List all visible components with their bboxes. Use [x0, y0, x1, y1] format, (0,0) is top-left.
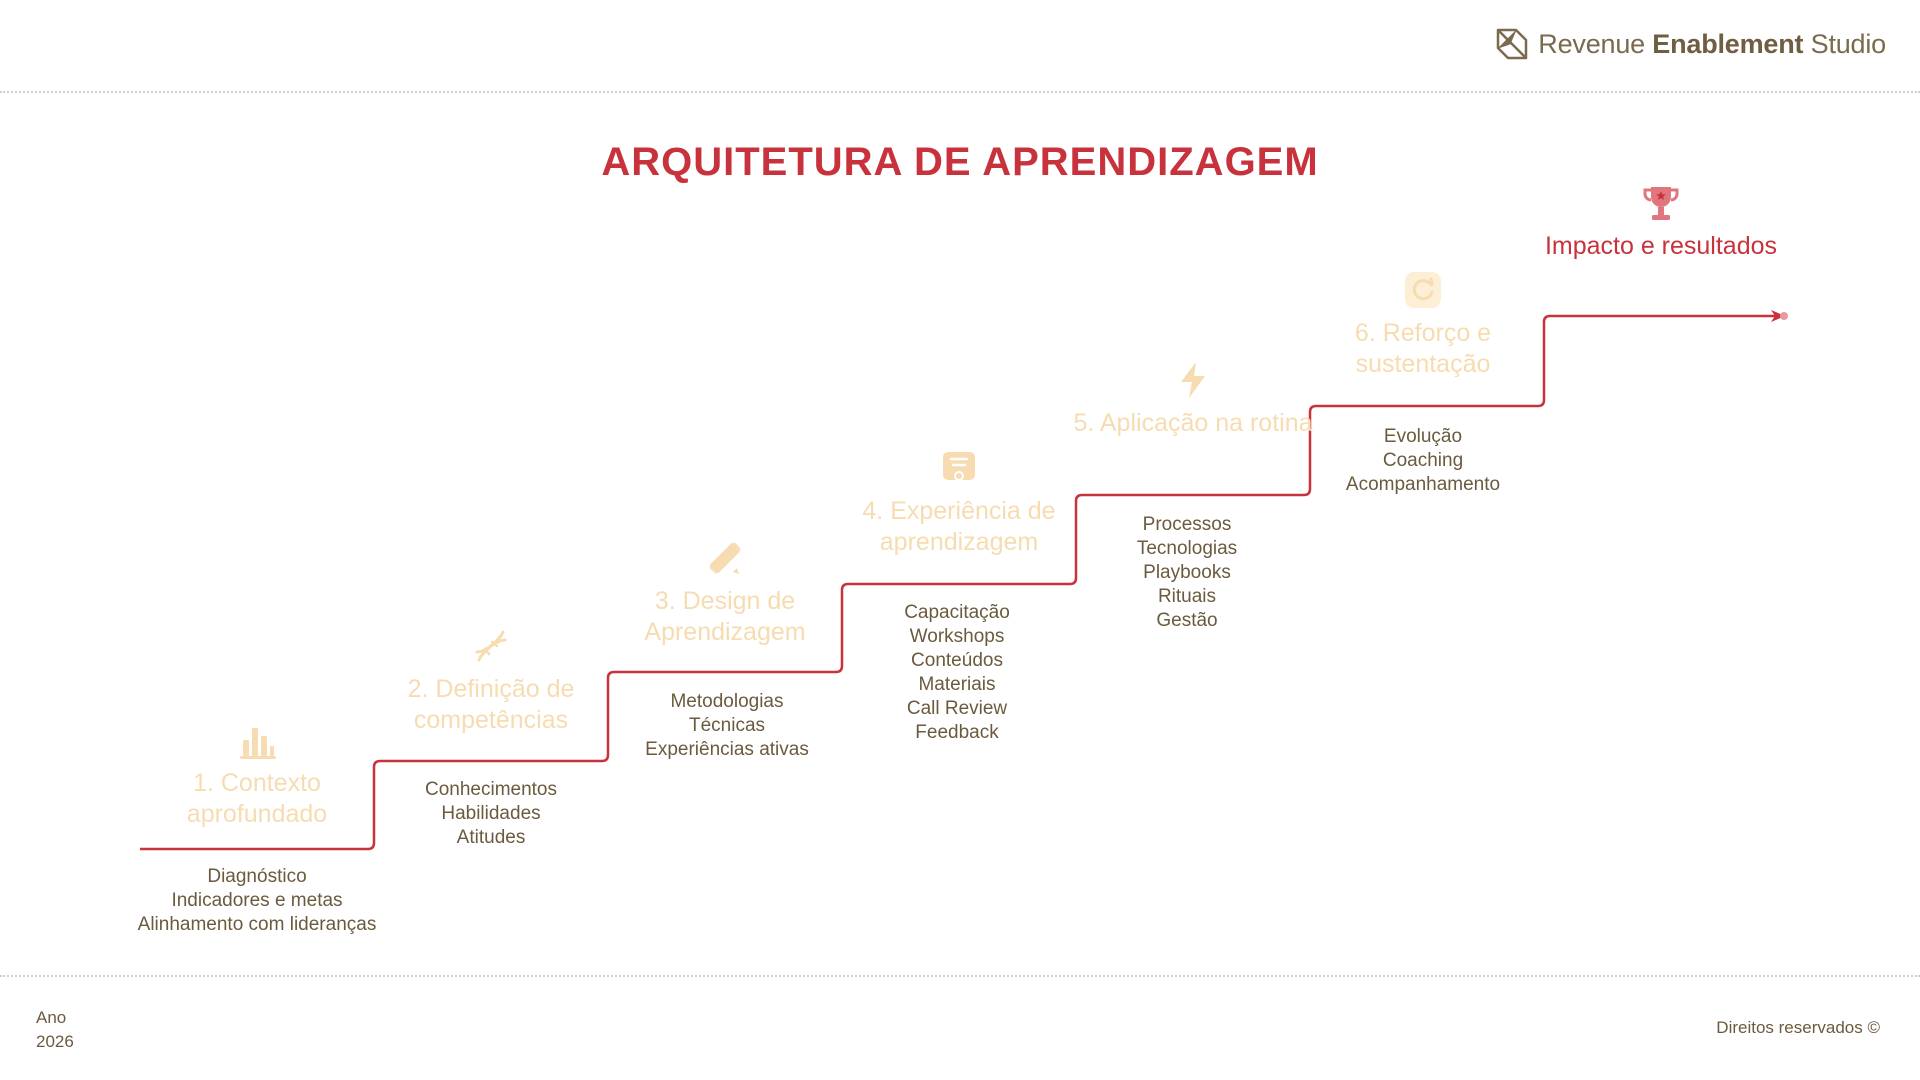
lightning-icon	[1181, 362, 1205, 398]
list-item: Workshops	[909, 626, 1005, 647]
list-item: Processos	[1142, 514, 1232, 535]
list-item: Atitudes	[456, 827, 526, 848]
brand: Revenue Enablement Studio	[1494, 26, 1886, 62]
stage-4-items: Capacitação Workshops Conteúdos Materiai…	[817, 601, 1097, 745]
stage-label: 6. Reforço e sustentação	[1354, 319, 1492, 378]
list-item: Call Review	[906, 698, 1008, 719]
list-item: Técnicas	[688, 715, 766, 736]
refresh-icon	[1405, 272, 1441, 308]
stage-5-items: Processos Tecnologias Playbooks Rituais …	[1047, 513, 1327, 633]
list-item: Alinhamento com lideranças	[137, 914, 377, 935]
list-item: Habilidades	[441, 803, 541, 824]
list-item: Capacitação	[904, 602, 1010, 623]
certificate-icon	[943, 452, 975, 481]
stage-label: 5. Aplicação na rotina	[1073, 409, 1313, 437]
brand-name: Revenue Enablement Studio	[1538, 28, 1886, 59]
arrow-end-dot	[1780, 312, 1788, 320]
stage-final: Impacto e resultados	[1541, 181, 1781, 262]
stage-3: 3. Design de Aprendizagem	[605, 536, 845, 648]
pencil-ruler-icon	[709, 542, 741, 574]
page-title: ARQUITETURA DE APRENDIZAGEM	[601, 140, 1319, 184]
stage-3-items: Metodologias Técnicas Experiências ativa…	[587, 690, 867, 762]
list-item: Indicadores e metas	[171, 890, 343, 911]
dna-icon	[475, 630, 507, 662]
stage-6-items: Evolução Coaching Acompanhamento	[1283, 425, 1563, 497]
list-item: Conteúdos	[911, 650, 1003, 671]
stage-5: 5. Aplicação na rotina	[1073, 358, 1313, 439]
stage-1: 1. Contexto aprofundado	[137, 718, 377, 830]
stage-6: 6. Reforço e sustentação	[1303, 268, 1543, 380]
list-item: Experiências ativas	[645, 739, 809, 760]
list-item: Evolução	[1383, 426, 1463, 447]
list-item: Acompanhamento	[1345, 474, 1501, 495]
stage-2-items: Conhecimentos Habilidades Atitudes	[351, 778, 631, 850]
year-label: Ano	[36, 1008, 67, 1027]
footer-divider	[0, 975, 1920, 977]
bar-chart-icon	[240, 728, 276, 759]
stage-2: 2. Definição de competências	[371, 624, 611, 736]
list-item: Materiais	[918, 674, 996, 695]
list-item: Diagnóstico	[207, 866, 307, 887]
list-item: Coaching	[1382, 450, 1464, 471]
stage-label: Impacto e resultados	[1544, 232, 1778, 260]
trophy-icon	[1643, 187, 1679, 220]
year-value: 2026	[36, 1032, 74, 1051]
list-item: Feedback	[915, 722, 999, 743]
brand-logo-icon	[1497, 28, 1528, 60]
stage-label: 2. Definição de competências	[407, 675, 575, 734]
list-item: Metodologias	[670, 691, 784, 712]
list-item: Gestão	[1156, 610, 1218, 631]
stage-label: 3. Design de Aprendizagem	[644, 587, 806, 646]
footer-year: Ano 2026	[36, 1006, 74, 1054]
stage-label: 1. Contexto aprofundado	[186, 769, 328, 828]
list-item: Conhecimentos	[424, 779, 558, 800]
list-item: Playbooks	[1143, 562, 1231, 583]
staircase-line	[140, 310, 1785, 851]
stage-1-items: Diagnóstico Indicadores e metas Alinhame…	[117, 865, 397, 937]
footer-rights: Direitos reservados ©	[1716, 1018, 1880, 1037]
header-divider	[0, 91, 1920, 93]
list-item: Rituais	[1157, 586, 1217, 607]
stage-4: 4. Experiência de aprendizagem	[839, 446, 1079, 558]
stage-label: 4. Experiência de aprendizagem	[862, 497, 1056, 556]
list-item: Tecnologias	[1136, 538, 1238, 559]
